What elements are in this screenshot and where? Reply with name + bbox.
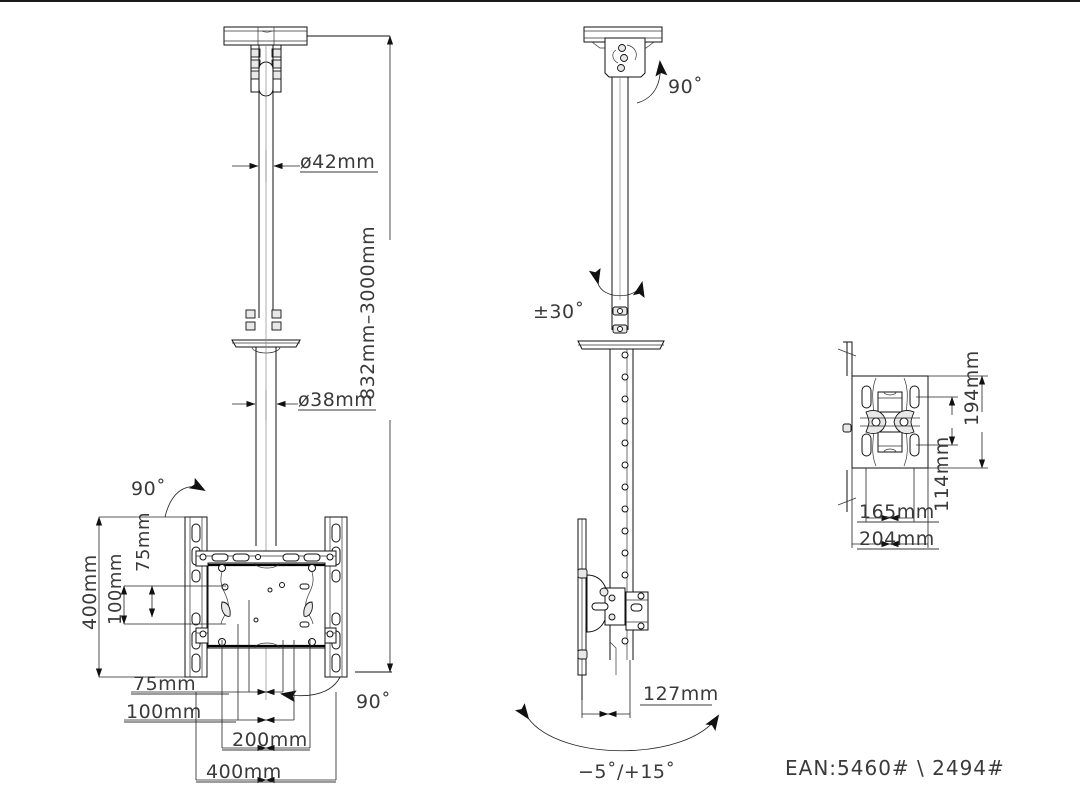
mid-plate-center bbox=[577, 340, 665, 350]
label-depth-127: 127mm bbox=[643, 683, 719, 705]
label-pole-lower-diameter: ø38mm bbox=[298, 389, 373, 411]
label-vesa-width-100: 100mm bbox=[126, 701, 202, 723]
ceiling-plate-left bbox=[223, 26, 390, 46]
vesa-rail-left bbox=[184, 516, 208, 678]
label-vesa-width-200: 200mm bbox=[232, 729, 308, 751]
label-vesa-height-400: 400mm bbox=[79, 554, 101, 630]
hanger-hook-right bbox=[837, 341, 857, 512]
screen-bracket-right bbox=[851, 375, 929, 469]
right-view-group: 194mm 114mm 165mm 204mm bbox=[837, 341, 988, 550]
label-vesa-height-75: 75mm bbox=[133, 512, 154, 572]
dim-vesa-heights-left: 400mm 100mm 75mm bbox=[79, 512, 226, 678]
top-border-rule bbox=[0, 0, 1080, 2]
vesa-center-plate bbox=[207, 562, 326, 649]
dim-pole-upper-diameter: ø42mm bbox=[232, 150, 378, 182]
dim-depth-center: 127mm bbox=[581, 660, 719, 718]
tilt-mechanism-side bbox=[586, 574, 649, 633]
label-bracket-height-114: 114mm bbox=[931, 436, 953, 512]
collar-bolts-center bbox=[612, 306, 628, 334]
dim-vesa-widths-left: 75mm 100mm 200mm 400mm bbox=[124, 600, 337, 784]
left-view-group: ø42mm ø38mm bbox=[79, 26, 394, 784]
dim-pole-lower-diameter: ø38mm bbox=[232, 389, 376, 420]
clamp-hardware-left bbox=[860, 410, 890, 434]
dim-bracket-right: 194mm 114mm 165mm 204mm bbox=[851, 350, 988, 550]
upper-pole-center bbox=[611, 77, 629, 330]
label-bracket-height-194: 194mm bbox=[961, 350, 983, 426]
label-vesa-height-100: 100mm bbox=[105, 553, 126, 625]
clamp-hardware-right bbox=[890, 410, 920, 434]
label-swivel-range: ±30˚ bbox=[533, 301, 585, 323]
rotation-indicator-top-center: 90˚ bbox=[636, 60, 703, 104]
label-tilt-range: −5˚/+15˚ bbox=[578, 761, 676, 783]
tilt-indicator-center: −5˚/+15˚ bbox=[514, 703, 720, 783]
ean-code-label: EAN:5460# \ 2494# bbox=[785, 756, 1005, 780]
rotation-indicator-top-left: 90˚ bbox=[131, 477, 206, 518]
label-bracket-width-165: 165mm bbox=[859, 501, 935, 523]
label-height-range: 832mm–3000mm bbox=[357, 226, 379, 400]
label-vesa-width-75: 75mm bbox=[133, 673, 196, 695]
label-rotation-top-center: 90˚ bbox=[668, 76, 703, 98]
dim-height-range: 832mm–3000mm bbox=[355, 35, 394, 673]
label-rotation-bottom-left: 90˚ bbox=[356, 691, 391, 713]
vesa-bracket-left bbox=[184, 516, 348, 678]
swivel-head-center bbox=[604, 37, 646, 78]
label-bracket-width-204: 204mm bbox=[859, 528, 935, 550]
center-view-group: 90˚ ±30˚ bbox=[514, 26, 720, 783]
label-rotation-top-left: 90˚ bbox=[131, 478, 166, 500]
vesa-crossarm-top bbox=[195, 550, 337, 567]
screen-plate-side bbox=[577, 518, 588, 700]
upper-pole bbox=[258, 45, 274, 330]
label-pole-upper-diameter: ø42mm bbox=[300, 151, 375, 173]
swivel-indicator-center: ±30˚ bbox=[533, 267, 645, 323]
label-vesa-width-400: 400mm bbox=[206, 761, 282, 783]
vesa-rail-right bbox=[324, 516, 348, 678]
